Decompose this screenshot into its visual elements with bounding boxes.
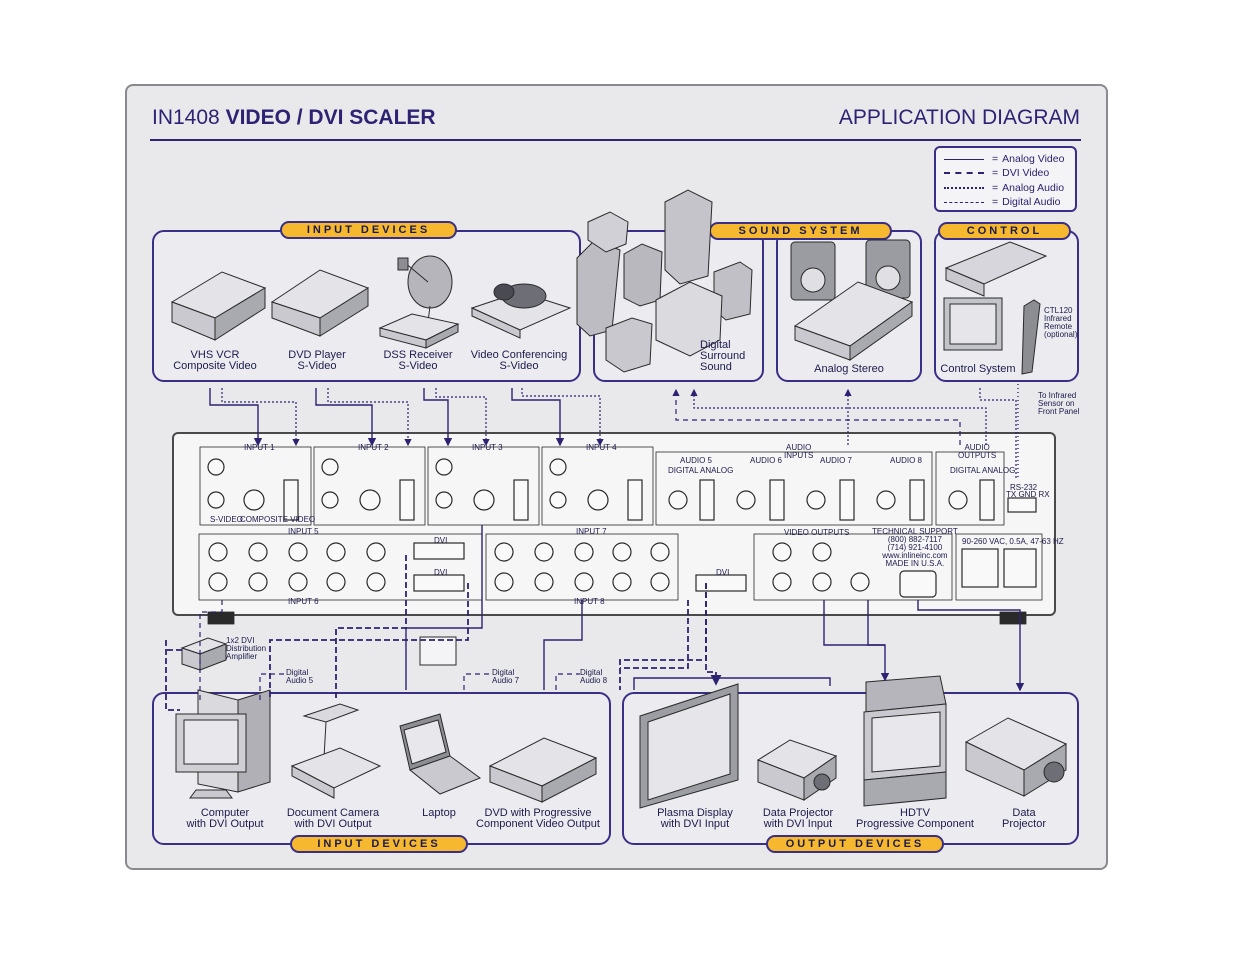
digital-audio-7-label: Digital Audio 7 [492,668,520,685]
input4-label: INPUT 4 [586,443,617,452]
dvi-projector-label: Data Projector with DVI Input [762,807,834,830]
distribution-label: 1x2 DVI Distribution Amplifier [226,636,267,661]
control-system-icon [943,241,1048,375]
dvi-projector-icon [756,739,838,801]
audio7-label: AUDIO 7 [820,456,853,465]
surround-label: Digital Surround Sound [700,339,746,373]
dvd-player-label: DVD Player S-Video [288,349,346,372]
svideo-label: S-VIDEO [210,515,243,524]
analog-label: ANALOG [700,466,734,475]
legend-dvi-video: =DVI Video [944,166,1049,180]
plasma-display-label: Plasma Display with DVI Input [657,807,733,830]
hdtv-label: HDTV Progressive Component [855,807,974,830]
title-rule [150,139,1081,141]
audio-outputs-label: AUDIO OUTPUTS [958,443,997,460]
input8-label: INPUT 8 [574,597,605,606]
remote-label: CTL120 Infrared Remote (optional) [1044,306,1078,339]
control-system-label: Control System [940,363,1016,375]
audio8-label: AUDIO 8 [890,456,923,465]
surround-speakers-icon [576,189,753,373]
legend-analog-video: =Analog Video [944,152,1064,166]
rs232-pins-label: TX GND RX [1006,490,1050,499]
input-devices-top-tag: INPUT DEVICES [280,221,457,239]
input3-label: INPUT 3 [472,443,503,452]
audio6-label: AUDIO 6 [750,456,783,465]
digital-label: DIGITAL [668,466,699,475]
dvi-label-output: DVI [716,568,730,577]
solid-line-icon [944,158,984,160]
distribution-amplifier-icon [180,637,228,671]
computer-icon [175,689,271,799]
power-label: 90-260 VAC, 0.5A, 47-63 HZ [962,537,1064,546]
video-outputs-label: VIDEO OUTPUTS [784,528,850,537]
dvd-progressive-icon [488,737,598,803]
dvi-label-input5: DVI [434,536,448,545]
output-analog-label: ANALOG [982,466,1016,475]
document-camera-label: Document Camera with DVI Output [286,807,380,830]
legend-digital-audio: =Digital Audio [944,195,1061,209]
product-name: VIDEO / DVI SCALER [225,106,436,129]
computer-label: Computer with DVI Output [186,807,264,830]
page-title: IN1408 VIDEO / DVI SCALER [152,106,436,130]
control-tag: CONTROL [938,222,1071,240]
video-conferencing-label: Video Conferencing S-Video [470,349,568,372]
diagram-title: APPLICATION DIAGRAM [838,106,1080,129]
input-devices-bottom-tag: INPUT DEVICES [290,835,468,853]
output-devices-tag: OUTPUT DEVICES [766,835,944,853]
input5-label: INPUT 5 [288,527,319,536]
video-conferencing-icon [470,283,572,339]
sound-system-tag: SOUND SYSTEM [709,222,892,240]
dss-receiver-label: DSS Receiver S-Video [383,349,453,372]
dvi-label-input6: DVI [434,568,448,577]
digital-audio-8-label: Digital Audio 8 [580,668,608,685]
stereo-label: Analog Stereo [814,363,884,375]
audio-inputs-label: AUDIO INPUTS [784,443,814,460]
legend: =Analog Video =DVI Video =Analog Audio =… [934,146,1077,212]
legend-analog-audio: =Analog Audio [944,181,1064,195]
laptop-label: Laptop [422,807,456,819]
data-projector-icon [964,717,1068,797]
vcr-label: VHS VCR Composite Video [173,349,257,372]
dvd-progressive-label: DVD with Progressive Component Video Out… [476,807,600,830]
dvd-player-icon [270,269,370,337]
rs232-label: RS-232 [1010,483,1038,492]
composite-label: COMPOSITE VIDEO [240,515,316,524]
dss-receiver-icon [378,255,460,349]
plasma-display-icon [639,683,739,809]
input7-label: INPUT 7 [576,527,607,536]
dashed-line-icon [944,201,984,203]
output-digital-label: DIGITAL [950,466,981,475]
input1-label: INPUT 1 [244,443,275,452]
data-projector-label: Data Projector [1001,807,1047,830]
hdtv-icon [863,675,947,807]
audio5-label: AUDIO 5 [680,456,713,465]
document-camera-icon [290,703,382,799]
vcr-icon [170,271,267,341]
audio-converter-icon [419,636,457,666]
input2-label: INPUT 2 [358,443,389,452]
stereo-system-icon [790,239,914,361]
sensor-label: To Infrared Sensor on Front Panel [1038,391,1080,416]
digital-audio-5-label: Digital Audio 5 [286,668,314,685]
dotted-line-icon [944,187,984,189]
laptop-icon [399,713,482,795]
model-number: IN1408 [152,106,220,129]
bold-dashed-line-icon [944,172,984,174]
support-label: TECHNICAL SUPPORT (800) 882-7117 (714) 9… [872,527,958,568]
input6-label: INPUT 6 [288,597,319,606]
